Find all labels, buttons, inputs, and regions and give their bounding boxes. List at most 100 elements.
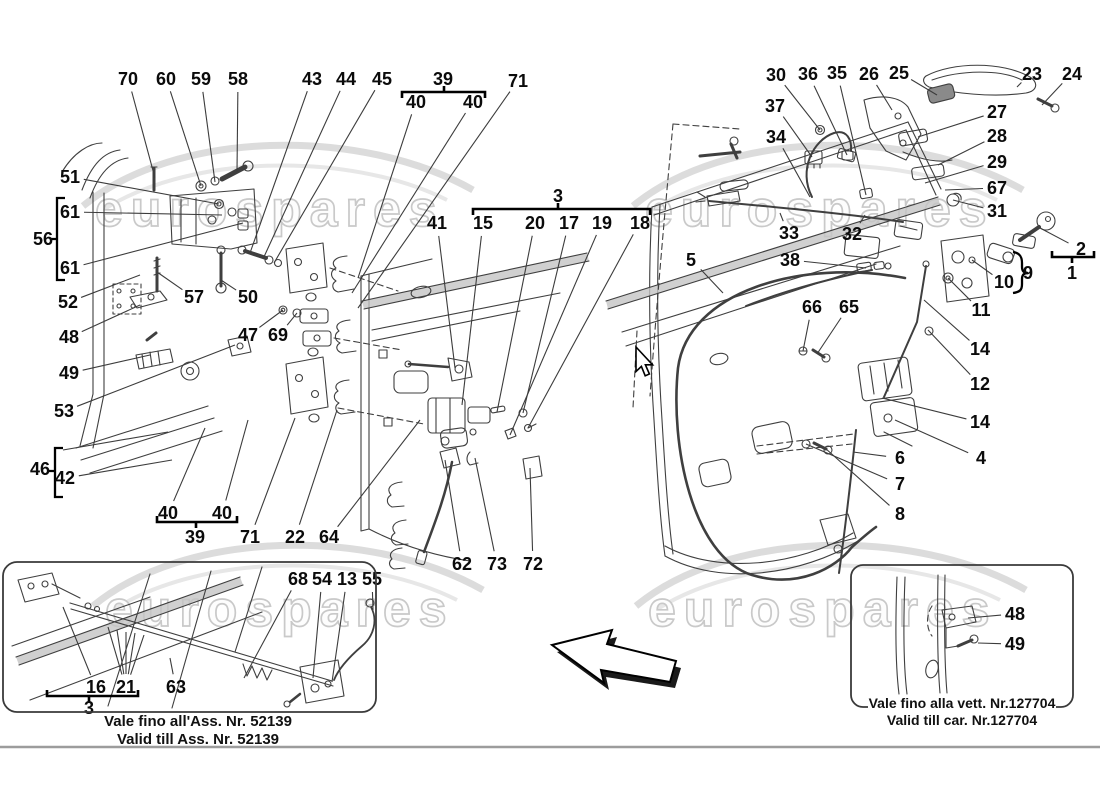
leader-line-21 bbox=[116, 629, 125, 675]
leader-line-52 bbox=[80, 274, 141, 298]
callout-23: 23 bbox=[1022, 64, 1042, 84]
leader-line-33 bbox=[779, 212, 784, 222]
callout-37: 37 bbox=[765, 96, 785, 116]
callout-16: 16 bbox=[86, 677, 106, 697]
callout-14: 14 bbox=[970, 412, 990, 432]
callout-38: 38 bbox=[780, 250, 800, 270]
watermark-eurospares: eurospares bbox=[80, 141, 475, 238]
leader-line-71 bbox=[254, 417, 296, 526]
callout-65: 65 bbox=[839, 297, 859, 317]
inset1-caption-line2: Valid till Ass. Nr. 52139 bbox=[117, 731, 279, 748]
callout-3: 3 bbox=[553, 186, 563, 206]
leader-line-50 bbox=[220, 279, 237, 291]
callout-72: 72 bbox=[523, 554, 543, 574]
callout-67: 67 bbox=[987, 178, 1007, 198]
leader-line-47 bbox=[259, 309, 284, 328]
inset2-drawing bbox=[895, 574, 979, 695]
callout-66: 66 bbox=[802, 297, 822, 317]
leader-line-57 bbox=[156, 271, 183, 291]
callout-45: 45 bbox=[372, 69, 392, 89]
group-brackets bbox=[45, 86, 1096, 702]
callout-7: 7 bbox=[895, 474, 905, 494]
callout-32: 32 bbox=[842, 224, 862, 244]
callout-39: 39 bbox=[433, 69, 453, 89]
callout-69: 69 bbox=[268, 325, 288, 345]
callout-43: 43 bbox=[302, 69, 322, 89]
leader-line-13 bbox=[331, 591, 346, 683]
callout-71: 71 bbox=[508, 71, 528, 91]
hinge-drawings bbox=[112, 242, 425, 425]
callout-53: 53 bbox=[54, 401, 74, 421]
inset1-caption-line1: Vale fino all'Ass. Nr. 52139 bbox=[104, 713, 292, 730]
brace-56 bbox=[50, 196, 65, 282]
group-bracket bbox=[1050, 251, 1096, 263]
callout-6: 6 bbox=[895, 448, 905, 468]
callout-60: 60 bbox=[156, 69, 176, 89]
leader-line-32 bbox=[859, 214, 866, 224]
callout-18: 18 bbox=[630, 213, 650, 233]
leader-line-24 bbox=[1041, 82, 1063, 106]
leader-line-43 bbox=[249, 91, 308, 254]
group-bracket bbox=[471, 203, 652, 215]
leader-line-7 bbox=[805, 443, 888, 480]
leader-line-71 bbox=[357, 91, 511, 309]
leader-line-42 bbox=[78, 459, 173, 477]
door-lock-cable-drawing bbox=[675, 260, 954, 581]
door-latch-drawing bbox=[404, 357, 543, 566]
leader-line-53 bbox=[76, 344, 236, 407]
leader-line-20 bbox=[496, 235, 533, 413]
watermark-swoosh bbox=[90, 541, 485, 609]
callout-12: 12 bbox=[970, 374, 990, 394]
leader-line-49 bbox=[977, 642, 1002, 645]
watermark-swoosh bbox=[633, 541, 1028, 609]
callout-10: 10 bbox=[994, 272, 1014, 292]
leader-line-2 bbox=[1039, 227, 1069, 244]
callout-13: 13 bbox=[337, 569, 357, 589]
inset2-caption-line2: Valid till car. Nr.127704 bbox=[887, 712, 1037, 728]
leader-line-66 bbox=[802, 319, 810, 352]
inset1-box bbox=[2, 561, 377, 713]
leader-line-72 bbox=[529, 467, 534, 552]
callout-55: 55 bbox=[362, 569, 382, 589]
leader-line-70 bbox=[131, 91, 156, 179]
leader-line-16 bbox=[62, 606, 92, 676]
callout-57: 57 bbox=[184, 287, 204, 307]
leader-line-40 bbox=[351, 112, 466, 294]
callout-14: 14 bbox=[970, 339, 990, 359]
callout-40: 40 bbox=[406, 92, 426, 112]
exterior-handle-drawing bbox=[695, 64, 1060, 303]
leader-line-60 bbox=[169, 91, 202, 187]
leader-line-62 bbox=[444, 459, 461, 552]
callout-59: 59 bbox=[191, 69, 211, 89]
leader-line-19 bbox=[509, 234, 597, 436]
leader-line-45 bbox=[273, 89, 376, 264]
leader-line-64 bbox=[337, 419, 421, 528]
leader-line-35 bbox=[839, 85, 867, 196]
callout-71: 71 bbox=[240, 527, 260, 547]
leader-line-25 bbox=[910, 79, 938, 96]
leader-line-40 bbox=[173, 427, 206, 502]
callout-47: 47 bbox=[238, 325, 258, 345]
callout-21: 21 bbox=[116, 677, 136, 697]
left-body-pillar-drawing bbox=[61, 142, 223, 474]
callout-42: 42 bbox=[55, 468, 75, 488]
inset2-caption-line1: Vale fino alla vett. Nr.127704 bbox=[869, 695, 1056, 711]
callout-9: 9 bbox=[1023, 263, 1033, 283]
watermark-text: eurospares bbox=[648, 581, 998, 637]
leader-line-11 bbox=[947, 277, 972, 302]
leader-line-21 bbox=[127, 632, 136, 675]
callout-8: 8 bbox=[895, 504, 905, 524]
leader-line-48 bbox=[81, 304, 141, 333]
leader-line-38 bbox=[803, 260, 867, 269]
leader-line-30 bbox=[784, 84, 821, 131]
leader-line-14 bbox=[881, 397, 967, 420]
leader-line-68 bbox=[243, 590, 292, 679]
inset-boxes: Vale fino all'Ass. Nr. 52139 Valid till … bbox=[2, 561, 1074, 748]
mouse-cursor[interactable] bbox=[635, 344, 655, 377]
leader-line-17 bbox=[522, 235, 567, 414]
callout-4: 4 bbox=[976, 448, 986, 468]
leader-line-22 bbox=[298, 409, 338, 525]
left-door-panel-drawing bbox=[360, 252, 590, 570]
